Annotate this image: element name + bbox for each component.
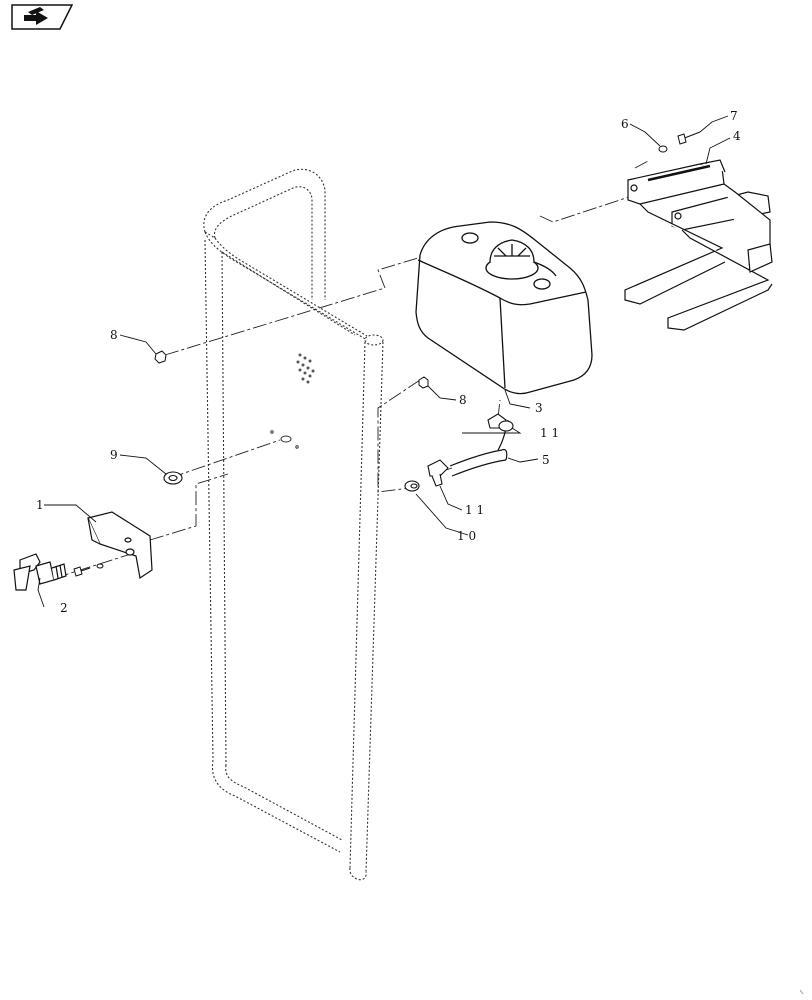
callout-11a: 1 1 <box>540 426 559 440</box>
washer-6 <box>658 145 668 153</box>
callout-1: 1 <box>36 498 44 512</box>
drain-valve-2 <box>13 553 67 591</box>
callout-10: 1 0 <box>457 529 476 543</box>
callout-3: 3 <box>535 401 543 415</box>
next-page-button[interactable] <box>10 4 74 30</box>
clamp-10 <box>404 480 420 492</box>
corner-mark <box>799 989 804 995</box>
cab-frame-post <box>203 168 384 881</box>
grommet-9 <box>163 471 183 485</box>
reservoir-tank <box>415 221 593 395</box>
screw-fastener <box>73 563 104 577</box>
drain-bracket-1 <box>87 511 153 580</box>
nut-8a <box>154 350 167 364</box>
vent-grille <box>296 353 315 384</box>
next-page-arrow-icon <box>24 7 48 25</box>
callout-6: 6 <box>621 117 629 131</box>
assembly-lines <box>54 159 651 579</box>
nut-8b <box>418 376 429 389</box>
callout-9: 9 <box>110 448 118 462</box>
fitting-11b <box>427 459 449 487</box>
callout-5: 5 <box>542 453 550 467</box>
frame-mount-holes <box>270 430 299 449</box>
callout-7: 7 <box>730 109 738 123</box>
bolt-7 <box>677 131 701 145</box>
callout-2: 2 <box>60 601 68 615</box>
callouts: 1 2 3 4 5 6 7 8 8 9 1 0 1 1 1 1 <box>36 109 741 615</box>
leader-lines <box>37 115 731 608</box>
fitting-11a <box>487 413 514 432</box>
callout-8b: 8 <box>459 393 467 407</box>
callout-11b: 1 1 <box>465 503 484 517</box>
callout-8a: 8 <box>110 328 118 342</box>
mounting-bracket <box>624 159 773 331</box>
callout-4: 4 <box>733 129 741 143</box>
